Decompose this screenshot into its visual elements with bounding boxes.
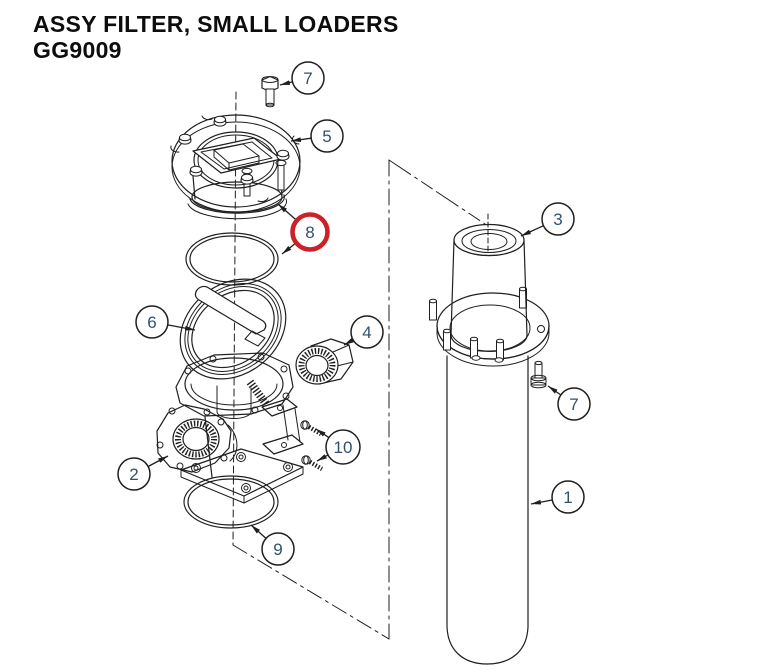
flange-bolt-drawing: [530, 360, 547, 389]
filter-housing-drawing: [156, 352, 304, 504]
boundary-diagonal-line: [388, 159, 489, 227]
callout-5[interactable]: 5: [290, 119, 344, 153]
cover-oring-drawing: [185, 232, 279, 286]
canister-drawing: [446, 355, 529, 665]
callout-number: 4: [362, 323, 371, 342]
base-oring-drawing: [183, 475, 279, 529]
callout-leader-line: [316, 454, 329, 462]
callout-number: 5: [322, 127, 331, 146]
canister-flange-front: [436, 304, 550, 367]
callout-7[interactable]: 7: [279, 61, 325, 95]
callout-1[interactable]: 1: [530, 480, 585, 514]
callout-balloon[interactable]: [261, 532, 295, 566]
callout-balloon[interactable]: [117, 457, 151, 491]
drawing-title: ASSY FILTER, SMALL LOADERS GG9009: [33, 11, 399, 64]
cover-bolt-drawing: [261, 75, 279, 108]
filter-element-drawing: [450, 213, 528, 353]
drawing-part-number: GG9009: [33, 36, 122, 63]
callout-leader-line: [520, 225, 544, 237]
callout-leader-line: [279, 80, 293, 86]
callout-leader-line: [343, 338, 354, 346]
callout-leader-line: [530, 499, 553, 505]
callout-leader-line: [250, 524, 267, 539]
callout-balloon[interactable]: [350, 315, 384, 349]
callout-leader-line: [167, 324, 196, 331]
port-nut-drawing: [295, 338, 354, 385]
callout-6[interactable]: 6: [135, 305, 196, 339]
callout-balloon[interactable]: [325, 429, 361, 465]
callout-number: 3: [553, 210, 562, 229]
callout-2[interactable]: 2: [117, 455, 169, 491]
callout-leader-line: [315, 428, 330, 439]
callout-9[interactable]: 9: [250, 524, 295, 566]
callout-3[interactable]: 3: [520, 202, 575, 237]
callout-leader-line: [281, 242, 297, 255]
callout-8-highlighted[interactable]: 8: [277, 203, 330, 255]
callout-balloon[interactable]: [135, 305, 169, 339]
drawing-title-line1: ASSY FILTER, SMALL LOADERS: [33, 11, 399, 37]
centerline-jog: [232, 544, 390, 640]
strainer-basket-drawing: [179, 278, 287, 380]
callout-7[interactable]: 7: [547, 385, 591, 421]
callout-balloon[interactable]: [310, 119, 344, 153]
filter-cover-drawing: [170, 114, 301, 220]
callout-number: 9: [273, 540, 282, 559]
callout-balloon-highlighted[interactable]: [290, 212, 330, 252]
callout-layer: 7 5 8 6 4 3 7 10 2 9 1: [117, 61, 591, 566]
callout-number: 7: [569, 395, 578, 414]
callout-number: 1: [563, 488, 572, 507]
callout-leader-line: [277, 203, 298, 221]
callout-balloon[interactable]: [541, 202, 575, 236]
callout-balloon[interactable]: [557, 387, 591, 421]
callout-4[interactable]: 4: [343, 315, 384, 349]
callout-number: 10: [334, 438, 353, 457]
callout-number: 6: [147, 313, 156, 332]
callout-number: 8: [305, 223, 314, 242]
callout-number: 7: [303, 69, 312, 88]
callout-leader-line: [147, 455, 169, 468]
callout-leader-line: [290, 137, 312, 143]
callout-leader-line: [547, 385, 562, 396]
mount-screws-drawing: [300, 420, 324, 471]
callout-10[interactable]: 10: [315, 428, 361, 465]
callout-balloon[interactable]: [551, 480, 585, 514]
callout-number: 2: [129, 465, 138, 484]
callout-balloon[interactable]: [291, 61, 325, 95]
